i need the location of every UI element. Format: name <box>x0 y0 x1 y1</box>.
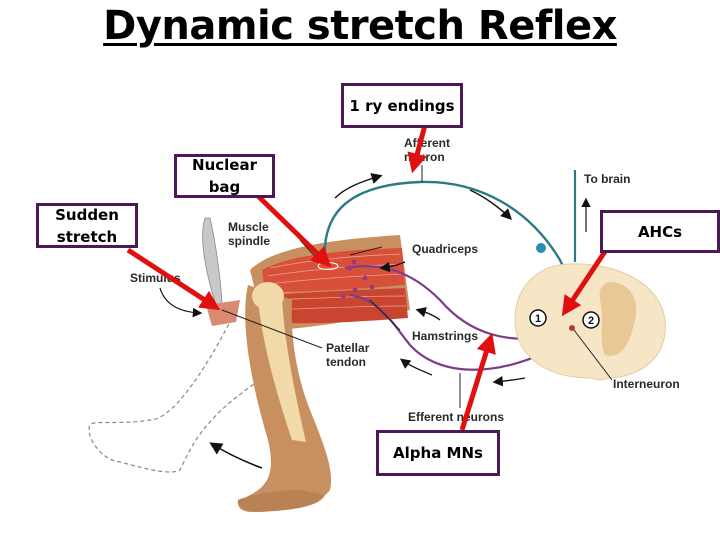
synapse-1-label: 1 <box>535 313 541 325</box>
pointer-arrow-nuclear-bag <box>256 194 332 268</box>
pointer-arrow-alpha-mns <box>459 332 496 431</box>
muscle-spindle-label-2: spindle <box>228 234 270 248</box>
quadriceps-label: Quadriceps <box>412 242 478 256</box>
interneuron-body <box>569 325 575 331</box>
callout-ahcs: AHCs <box>600 210 720 253</box>
tibia-bone <box>258 300 306 442</box>
muscle-spindle-label-1: Muscle <box>228 220 269 234</box>
gray-matter <box>599 282 637 356</box>
synapse-1-marker <box>529 309 547 327</box>
pointer-arrow-ahcs <box>561 248 609 317</box>
patella-bone <box>252 282 284 310</box>
synapse-2-marker <box>582 311 600 329</box>
page-title: Dynamic stretch Reflex <box>103 3 617 49</box>
callout-nuclear-bag: Nuclear bag <box>174 154 275 198</box>
patellar-tendon-label-2: tendon <box>326 355 366 369</box>
efferent-neurons-label: Efferent neurons <box>408 410 504 424</box>
leg-motion-arrow <box>209 442 263 469</box>
pointer-arrow-primary-endings <box>407 124 428 174</box>
callout-sudden-stretch: Sudden stretch <box>36 203 138 248</box>
hamstring-muscle <box>268 288 408 324</box>
afferent-neuron-label-1: Afferent <box>404 136 450 150</box>
to-brain-label: To brain <box>584 172 630 186</box>
efferent-nerve-quadriceps <box>344 265 556 340</box>
patellar-tendon-label-1: Patellar <box>326 341 370 355</box>
stimulus-arrow <box>159 287 203 318</box>
pointer-arrow-sudden-stretch <box>126 247 221 311</box>
afferent-neuron-label-2: neuron <box>404 150 445 164</box>
foot <box>237 490 325 512</box>
ghost-leg-outline <box>88 317 261 473</box>
interneuron-label: Interneuron <box>613 377 680 391</box>
callout-alpha-mns: Alpha MNs <box>376 430 500 476</box>
hamstrings-label: Hamstrings <box>412 329 478 343</box>
dorsal-root-ganglion <box>536 243 546 253</box>
synapse-2-label: 2 <box>588 315 594 327</box>
callout-primary-endings: 1 ry endings <box>341 83 463 128</box>
reflex-hammer-handle <box>202 217 223 306</box>
